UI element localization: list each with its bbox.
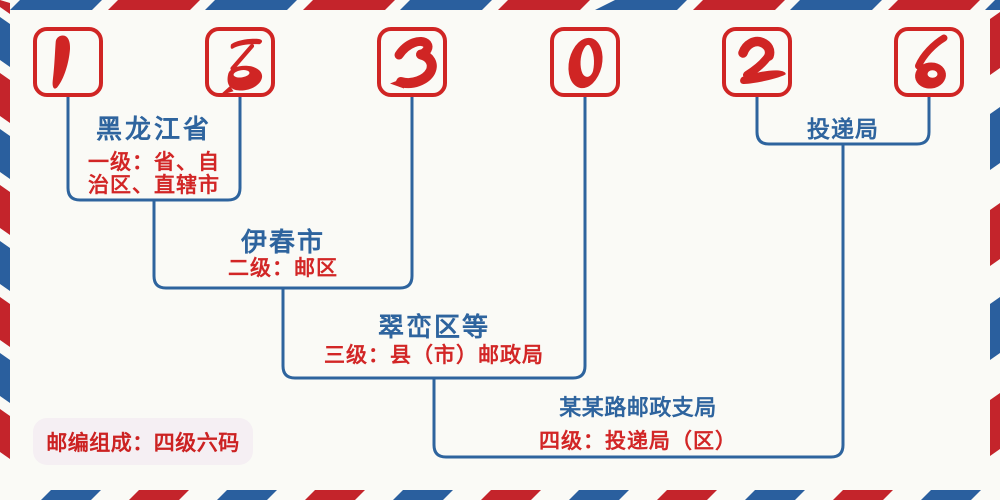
postcode-composition-badge: 邮编组成：四级六码 <box>33 418 253 465</box>
digit-box-0 <box>550 27 620 97</box>
digit-box-1 <box>33 27 103 97</box>
level2-desc: 二级：邮区 <box>228 256 338 280</box>
digit-glyph-0 <box>568 37 603 89</box>
digit-glyph-1 <box>52 35 71 89</box>
digit-box-3 <box>377 27 447 97</box>
digit-box-5 <box>205 27 275 97</box>
connector-lines <box>66 97 931 459</box>
airmail-border-right <box>990 12 1000 456</box>
airmail-border-left <box>0 0 10 459</box>
level4-name: 某某路邮政支局 <box>559 395 717 420</box>
digit-glyph-5 <box>222 38 263 93</box>
level1-desc-line1: 一级：省、自 <box>88 150 220 174</box>
level4-desc: 四级：投递局（区） <box>539 429 737 453</box>
digit-box-2 <box>722 27 792 97</box>
digit-glyph-2 <box>738 36 786 84</box>
airmail-border-top <box>10 0 1000 10</box>
digit-glyph-6 <box>915 34 948 89</box>
level1-desc-line2: 治区、直辖市 <box>88 173 220 197</box>
airmail-border-bottom <box>41 490 981 500</box>
digit-glyph-3 <box>390 37 437 89</box>
level3-desc: 三级：县（市）邮政局 <box>324 343 544 367</box>
level2-name: 伊春市 <box>240 228 326 257</box>
level3-name: 翠峦区等 <box>377 313 491 342</box>
digit-box-6 <box>894 27 964 97</box>
badge-text: 邮编组成：四级六码 <box>46 430 240 455</box>
level5-name: 投递局 <box>807 117 879 142</box>
level1-name: 黑龙江省 <box>95 115 213 144</box>
